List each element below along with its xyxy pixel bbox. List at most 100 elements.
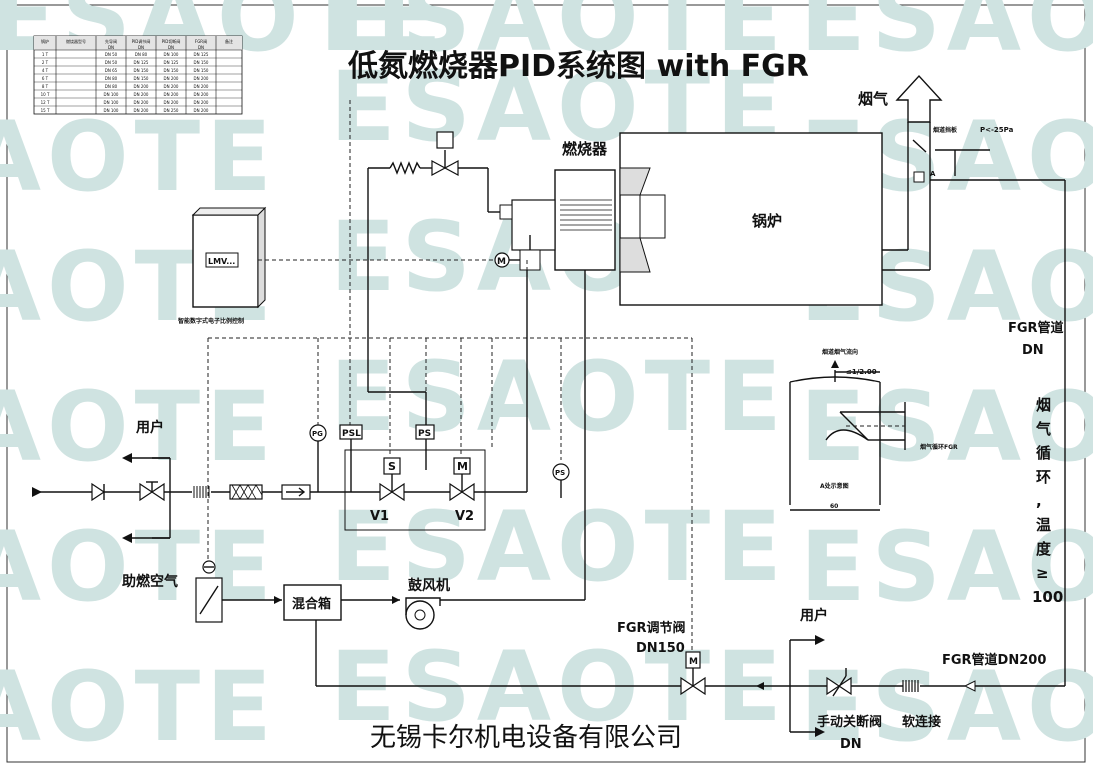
spec-table-cell: DN 100: [104, 92, 119, 97]
pilot-gas-line: [367, 131, 500, 470]
detail-a-sketch: [789, 360, 906, 511]
fgr-pipe-dn200-label: FGR管道DN200: [942, 652, 1046, 668]
spec-table-cell: DN 250: [164, 108, 179, 113]
air-damper: [195, 560, 282, 623]
spec-table-header: PID切断阀: [162, 38, 181, 44]
detail-dim: 60: [830, 503, 838, 510]
watermark-text: ESAOTE: [0, 511, 278, 623]
spec-table-cell: DN 200: [164, 92, 179, 97]
v2-label: V2: [455, 509, 474, 524]
solenoid-box: [383, 457, 401, 475]
spec-table-cell: DN 65: [105, 68, 118, 73]
flue-gas-label: 烟气: [858, 90, 888, 108]
spec-table-cell: 2 T: [42, 60, 49, 65]
watermark-text: ESAOTE: [0, 101, 278, 213]
drawing-frame: [6, 4, 1086, 763]
spec-table-cell: DN 200: [194, 92, 209, 97]
spec-table-cell: DN 200: [164, 84, 179, 89]
watermark-text: ESAOTE: [330, 491, 788, 603]
outlet-note: 烟道挡板: [933, 126, 958, 134]
chimney-icon: [882, 74, 943, 271]
detail-ratio-label: ≤1/2.00: [846, 368, 877, 376]
spec-table-subheader: DN: [108, 45, 114, 50]
spec-table-cell: DN 80: [135, 52, 148, 57]
psl-label: PSL: [342, 429, 361, 439]
spec-table-cell: DN 80: [105, 84, 118, 89]
spec-table-cell: DN 200: [194, 100, 209, 105]
controller-display-label: LMV...: [208, 257, 235, 266]
motor-box: [453, 457, 471, 475]
manual-valve-label: 手动关断阀: [817, 714, 882, 730]
fgr-valve-dn-label: DN150: [636, 641, 685, 656]
furnace-refractory: [619, 167, 666, 273]
s-label: S: [388, 460, 396, 473]
spec-table-subheader: DN: [138, 45, 144, 50]
fgr-valve-label: FGR调节阀: [617, 620, 686, 636]
soft-connect-label: 软连接: [902, 714, 941, 730]
blower-label: 鼓风机: [408, 577, 450, 594]
spec-table-cell: DN 200: [134, 92, 149, 97]
user-bottom-label: 用户: [800, 607, 828, 624]
fgr-pipe-dn-label: DN: [1022, 343, 1044, 358]
watermark-text: ESAOTE: [800, 371, 1093, 483]
spec-table-cell: DN 200: [134, 84, 149, 89]
psh-label: PS: [555, 469, 565, 477]
watermark-text: ESAOTE: [0, 371, 278, 483]
spec-table-cell: DN 150: [134, 76, 149, 81]
controller-caption: 智能数字式电子比例控制: [178, 317, 244, 325]
spec-table-header: 先导阀: [105, 38, 117, 44]
spec-table-cell: DN 200: [164, 100, 179, 105]
fgr-pipe-label: FGR管道: [1008, 320, 1064, 336]
spec-table-cell: DN 100: [104, 108, 119, 113]
detail-caption: A处示意图: [820, 482, 849, 490]
main-gas-line: [40, 270, 528, 539]
spec-table-header: 锅炉: [41, 38, 49, 44]
spec-table-cell: DN 50: [105, 52, 118, 57]
spec-table-cell: 1 T: [42, 52, 49, 57]
ps-switch: [415, 424, 435, 440]
spec-table-cell: DN 200: [194, 84, 209, 89]
spec-table-header: FGR阀: [195, 38, 207, 44]
user-top-label: 用户: [136, 419, 164, 436]
spec-table-cell: DN 150: [164, 68, 179, 73]
detail-fgr-label: 烟气循环FGR: [920, 443, 958, 451]
company-name: 无锡卡尔机电设备有限公司: [370, 723, 682, 752]
spec-table-cell: DN 200: [134, 100, 149, 105]
spec-table-header: 备注: [225, 38, 233, 44]
detail-flow-label: 烟道烟气流向: [822, 348, 858, 356]
spec-table-cell: 4 T: [42, 68, 49, 73]
spec-table-header: 燃烧器型号: [66, 38, 86, 44]
spec-table-header: PID调节阀: [132, 38, 151, 44]
spec-table-cell: DN 50: [105, 60, 118, 65]
spec-table-cell: DN 200: [194, 76, 209, 81]
pressure-gauge-icon: [309, 424, 327, 442]
spec-table-cell: 10 T: [41, 92, 50, 97]
pressure-note: P<-25Pa: [980, 126, 1014, 134]
actuator-motor-label: M: [497, 257, 506, 267]
watermark-text: ESAOTE: [800, 651, 1093, 763]
mix-box-label: 混合箱: [292, 596, 331, 612]
burner-label: 燃烧器: [562, 140, 608, 158]
spec-table-cell: DN 150: [194, 60, 209, 65]
spec-table-cell: 8 T: [42, 84, 49, 89]
spec-table-cell: DN 100: [104, 100, 119, 105]
spec-table-cell: DN 100: [164, 52, 179, 57]
spec-table-cell: DN 150: [134, 68, 149, 73]
spec-table-cell: DN 200: [134, 108, 149, 113]
pg-label: PG: [312, 430, 323, 438]
manual-valve-dn-label: DN: [840, 737, 862, 752]
spec-table-cell: 6 T: [42, 76, 49, 81]
spec-table-cell: DN 200: [164, 76, 179, 81]
fgr-recirc-vertical-label: 烟气循环,温度≥100: [1032, 396, 1063, 606]
spec-table-cell: DN 150: [194, 68, 209, 73]
watermark-text: ESAOTE: [330, 341, 788, 453]
watermark-text: ESAOTE: [800, 511, 1093, 623]
spec-table-subheader: DN: [168, 45, 174, 50]
spec-table-cell: DN 125: [164, 60, 179, 65]
v1-label: V1: [370, 509, 389, 524]
spec-table-cell: DN 200: [194, 108, 209, 113]
watermark-text: ESAOTE: [0, 651, 278, 763]
burner: [499, 169, 616, 271]
